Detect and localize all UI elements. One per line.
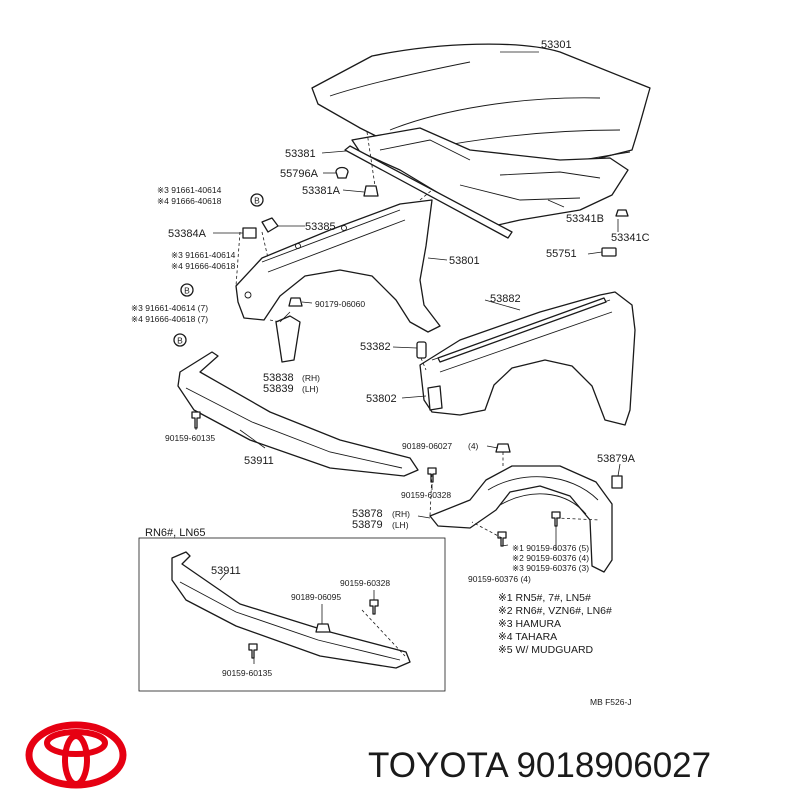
- inset-label-90189-06095: 90189-06095: [291, 592, 341, 602]
- inset-label-53911: 53911: [211, 565, 241, 577]
- label-90159-60135-a: 90159-60135: [165, 433, 215, 443]
- label-53838: 53838: [263, 372, 294, 384]
- left-fender: [235, 199, 441, 333]
- fender-molding: [437, 297, 607, 363]
- svg-text:※4 TAHARA: ※4 TAHARA: [498, 631, 557, 643]
- label-53381: 53381: [285, 148, 316, 160]
- figure-code: MB F526-J: [590, 697, 632, 707]
- svg-text:※3 91661-40614: ※3 91661-40614: [171, 250, 236, 260]
- label-53385: 53385: [305, 221, 336, 233]
- label-53382: 53382: [360, 341, 391, 353]
- svg-text:※3 HAMURA: ※3 HAMURA: [498, 618, 561, 630]
- hood-inner-insulator: [351, 127, 629, 226]
- svg-text:※2 RN6#, VZN6#, LN6#: ※2 RN6#, VZN6#, LN6#: [498, 605, 612, 617]
- svg-text:※3 91661-40614 (7): ※3 91661-40614 (7): [131, 303, 208, 313]
- svg-text:※1 RN5#, 7#, LN5#: ※1 RN5#, 7#, LN5#: [498, 592, 591, 604]
- label-53341c: 53341C: [611, 232, 650, 244]
- bracket-53385: [261, 217, 279, 233]
- washer-b-1: B: [250, 193, 264, 207]
- inset-label-90159-60135: 90159-60135: [222, 668, 272, 678]
- label-55796a: 55796A: [280, 168, 319, 180]
- washer-b-2: B: [180, 283, 194, 297]
- svg-text:※4 91666-40618: ※4 91666-40618: [171, 261, 236, 271]
- right-fender: [419, 291, 636, 426]
- fender-clip: [416, 341, 427, 359]
- label-53384a: 53384A: [168, 228, 207, 240]
- brand-part-number: TOYOTA 9018906027: [368, 746, 711, 785]
- svg-text:※4 91666-40618: ※4 91666-40618: [157, 196, 222, 206]
- toyota-logo: [25, 721, 127, 789]
- label-90159-60328-a: 90159-60328: [401, 490, 451, 500]
- part-labels: 53301 53381 55796A 53381A 53341B 53341C …: [165, 39, 650, 584]
- label-53381a: 53381A: [302, 185, 341, 197]
- screw-90159-60376-a: [551, 511, 561, 527]
- clip-53879a: [611, 475, 623, 489]
- hood-cushion: [615, 209, 629, 217]
- label-53878-rh: (RH): [392, 509, 410, 519]
- label-53879: 53879: [352, 519, 383, 531]
- svg-text:※2 90159-60376 (4): ※2 90159-60376 (4): [512, 553, 589, 563]
- svg-text:※4 91666-40618 (7): ※4 91666-40618 (7): [131, 314, 208, 324]
- svg-text:※3 91661-40614: ※3 91661-40614: [157, 185, 222, 195]
- footnote-legend: ※1 RN5#, 7#, LN5# ※2 RN6#, VZN6#, LN6# ※…: [498, 592, 612, 656]
- svg-text:※5 W/ MUDGUARD: ※5 W/ MUDGUARD: [498, 644, 594, 656]
- label-55751: 55751: [546, 248, 577, 260]
- cushion-55796a: [335, 166, 349, 179]
- stopper-53384a: [242, 227, 257, 239]
- inset-title: RN6#, LN65: [145, 527, 206, 539]
- washer-b-3: B: [173, 333, 187, 347]
- fender-bracket: [275, 315, 301, 363]
- label-53802: 53802: [366, 393, 397, 405]
- hood-seal-strip: [344, 145, 513, 239]
- stop-pad: [601, 247, 617, 257]
- label-53839: 53839: [263, 383, 294, 395]
- svg-text:B: B: [177, 336, 183, 346]
- label-90159-60376-qty4: 90159-60376 (4): [468, 574, 531, 584]
- bolt-90159-60135: [191, 411, 201, 429]
- inset-label-90159-60328: 90159-60328: [340, 578, 390, 588]
- label-53911-a: 53911: [244, 455, 274, 467]
- screw-90159-60376-b: [497, 531, 507, 547]
- label-53882: 53882: [490, 293, 521, 305]
- label-90179-06060: 90179-06060: [315, 299, 365, 309]
- bolt-group-1: ※3 91661-40614 ※4 91666-40618: [157, 185, 222, 206]
- bolt-group-4: ※1 90159-60376 (5) ※2 90159-60376 (4) ※3…: [512, 543, 589, 573]
- svg-text:B: B: [254, 196, 260, 206]
- nut-90189-06027: [495, 443, 511, 453]
- label-53879a: 53879A: [597, 453, 636, 465]
- label-53301: 53301: [541, 39, 572, 51]
- bolt-group-3: ※3 91661-40614 (7) ※4 91666-40618 (7): [131, 303, 208, 324]
- label-53341b: 53341B: [566, 213, 604, 225]
- label-90189-06027: 90189-06027: [402, 441, 452, 451]
- svg-text:※3 90159-60376 (3): ※3 90159-60376 (3): [512, 563, 589, 573]
- fender-liner: [429, 465, 613, 573]
- bumper-extension: [177, 351, 419, 477]
- inset-variant-box: RN6#, LN65 53911 90159-60328 90189-06095…: [138, 527, 446, 692]
- dashed-leaders: [235, 131, 601, 539]
- label-53801: 53801: [449, 255, 480, 267]
- nut-90179: [288, 297, 303, 307]
- label-53838-rh: (RH): [302, 373, 320, 383]
- leader-lines: [195, 51, 621, 550]
- label-53879-lh: (LH): [392, 520, 409, 530]
- svg-text:B: B: [184, 286, 190, 296]
- label-53878: 53878: [352, 508, 383, 520]
- clip-53381a: [363, 185, 379, 197]
- label-90189-06027-qty: (4): [468, 441, 479, 451]
- label-53839-lh: (LH): [302, 384, 319, 394]
- svg-text:※1 90159-60376 (5): ※1 90159-60376 (5): [512, 543, 589, 553]
- bolt-group-2: ※3 91661-40614 ※4 91666-40618: [171, 250, 236, 271]
